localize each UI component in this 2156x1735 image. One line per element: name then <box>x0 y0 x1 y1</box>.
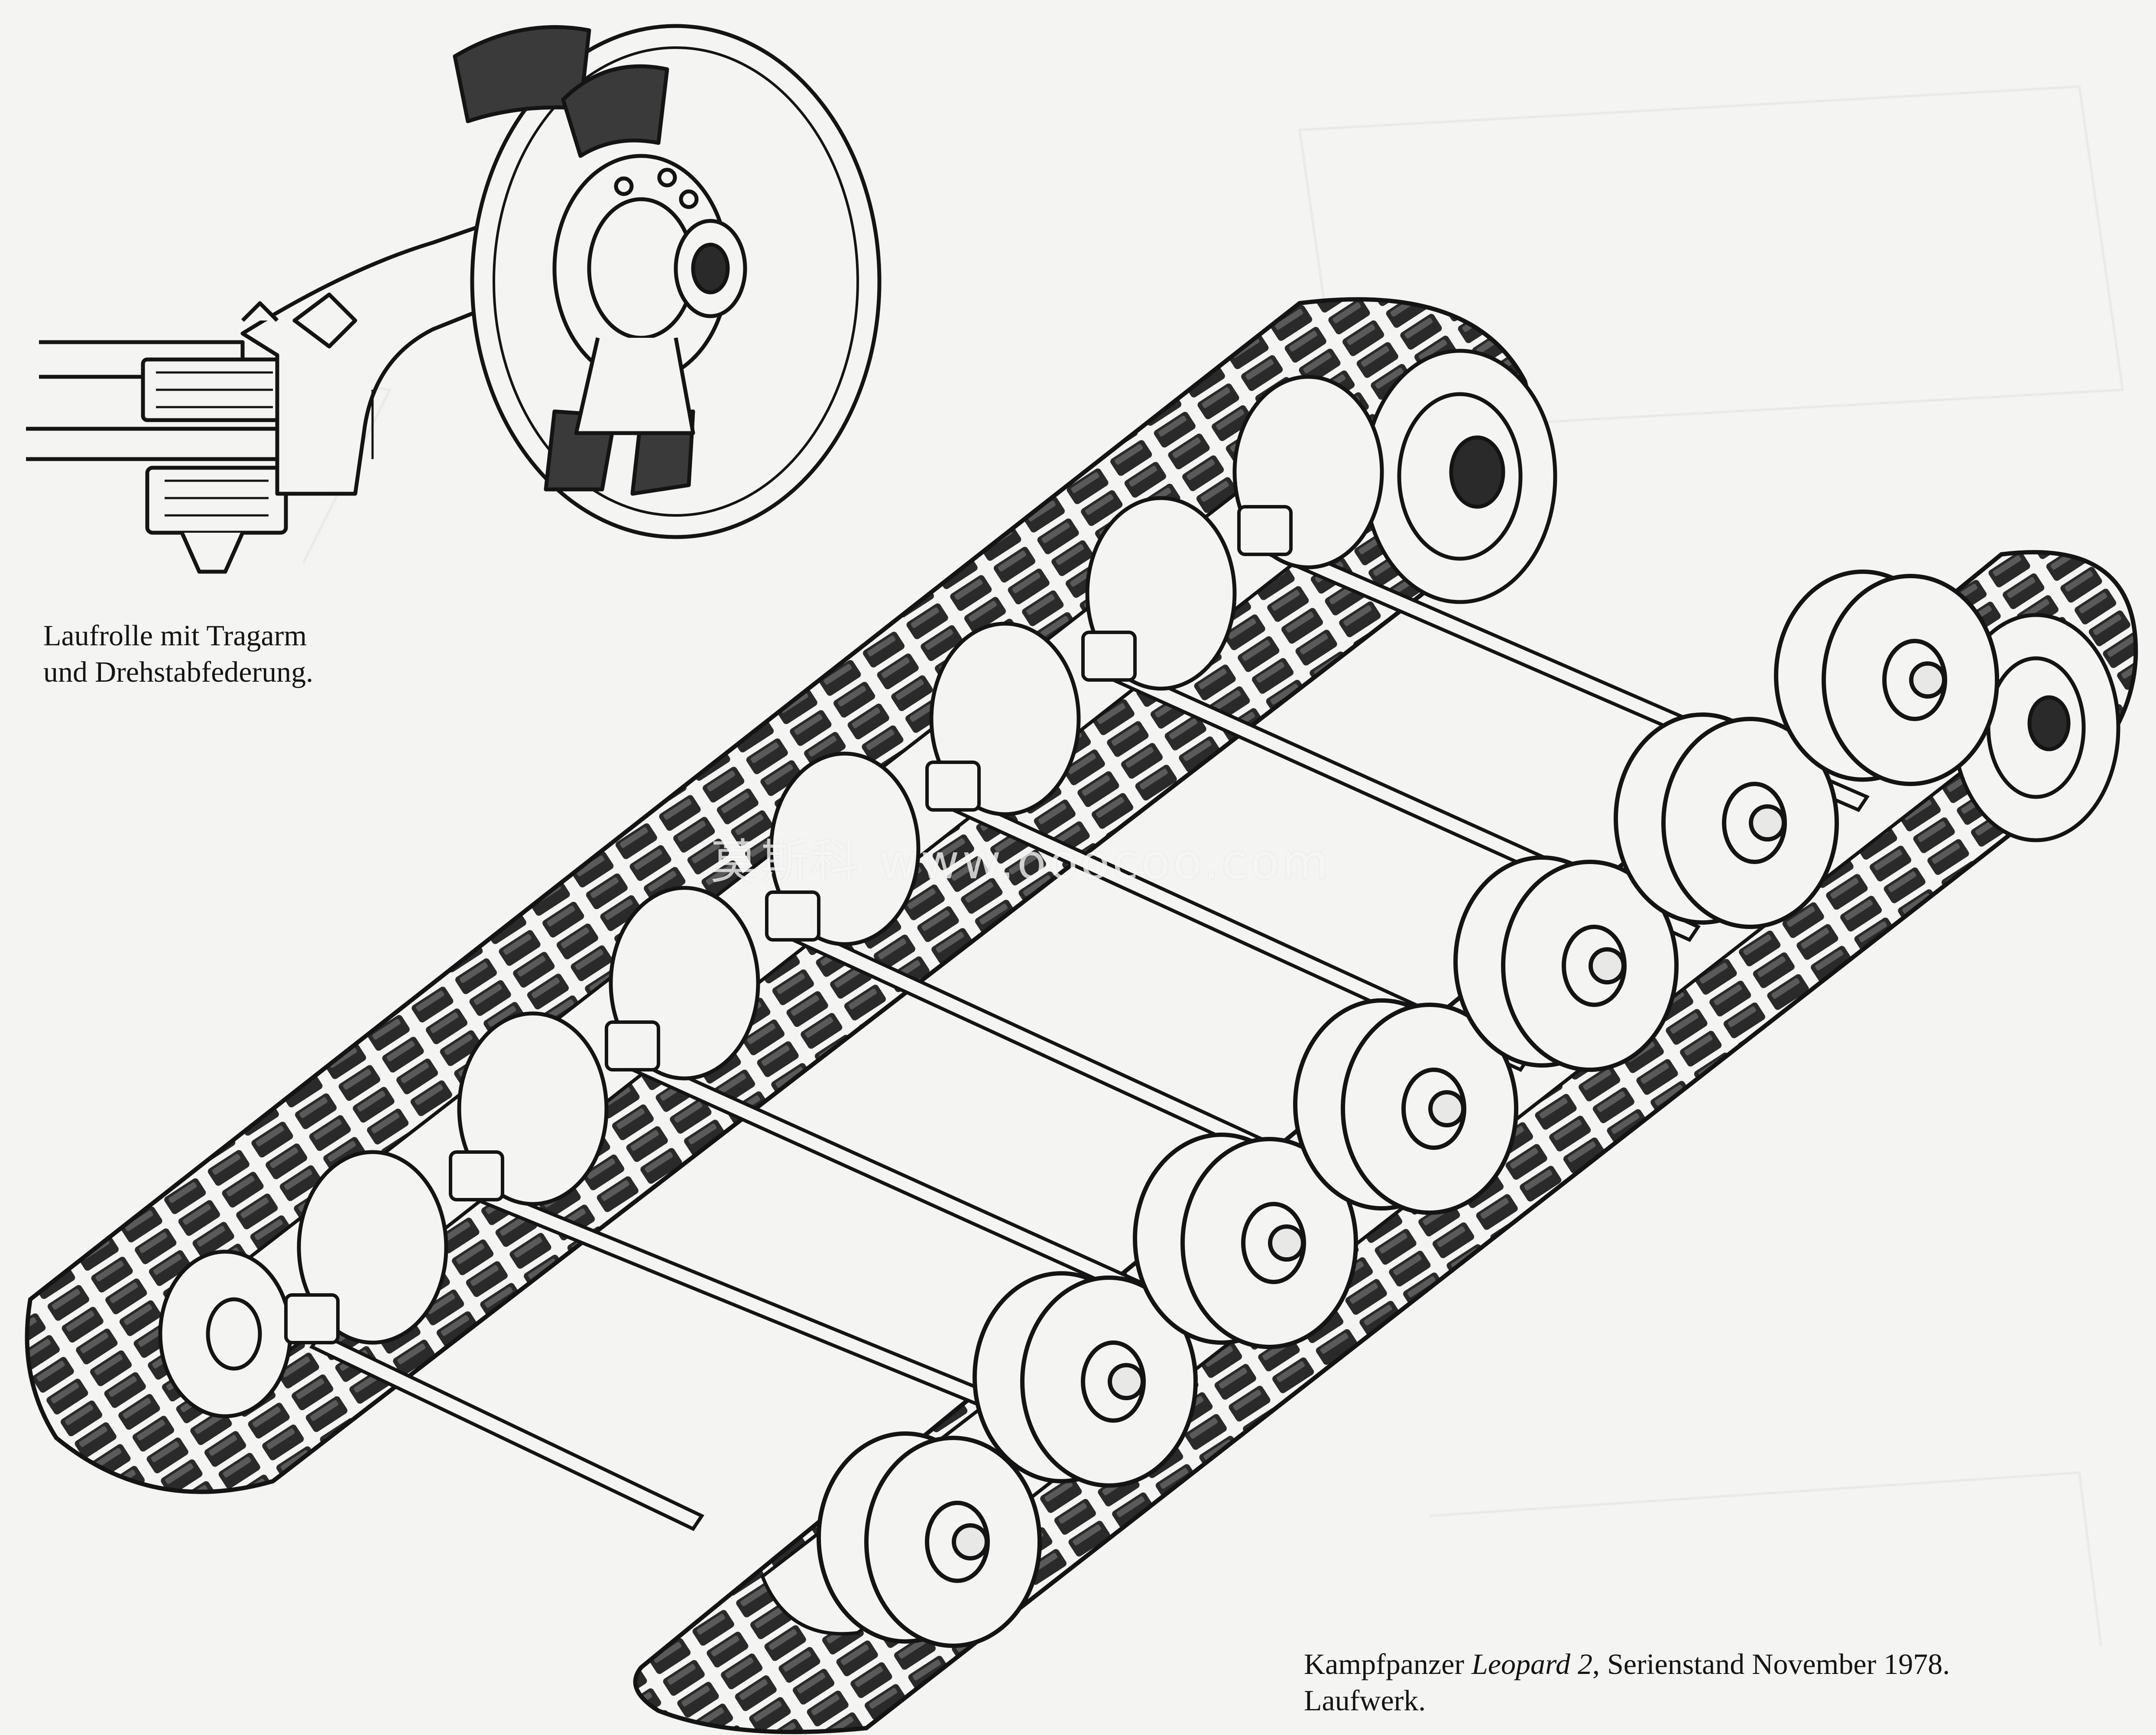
main-caption: Kampfpanzer Leopard 2, Serienstand Novem… <box>1304 1646 1950 1719</box>
swing-arm-brackets <box>284 505 1293 1344</box>
main-caption-model: Leopard 2 <box>1472 1648 1592 1680</box>
drive-sprocket-left <box>1362 349 1557 604</box>
detail-caption-line2: und Drehstabfederung. <box>43 655 314 688</box>
watermark: 莫斯科 www.ooocoo.com <box>710 834 1331 890</box>
main-caption-line2: Laufwerk. <box>1304 1684 1426 1717</box>
main-caption-suffix: , Serienstand November 1978. <box>1592 1648 1950 1680</box>
main-caption-line1: Kampfpanzer Leopard 2, Serienstand Novem… <box>1304 1646 1950 1682</box>
detail-caption: Laufrolle mit Tragarm und Drehstabfederu… <box>43 617 313 690</box>
detail-caption-line1: Laufrolle mit Tragarm <box>43 619 307 652</box>
idler-wheel <box>158 1249 292 1418</box>
road-wheel-detail <box>26 24 882 574</box>
main-caption-prefix: Kampfpanzer <box>1304 1648 1472 1680</box>
right-road-wheels <box>817 570 1999 1648</box>
